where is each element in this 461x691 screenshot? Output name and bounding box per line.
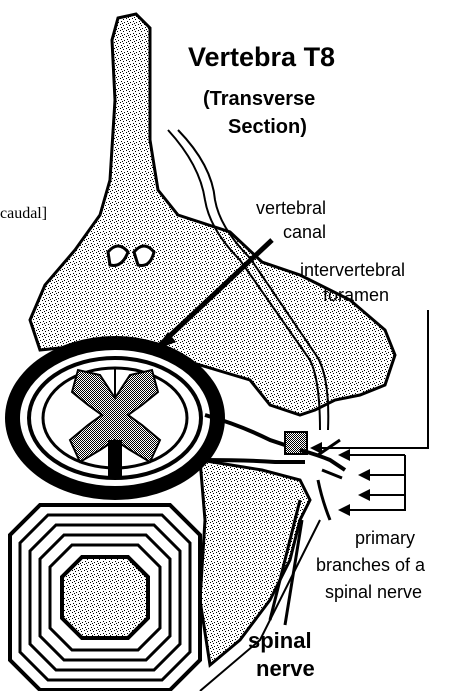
nerve-branch-b	[322, 470, 342, 478]
spinal-nerve-label-2: nerve	[256, 656, 315, 682]
vertebral-canal-label-1: vertebral	[256, 198, 326, 219]
title-line-3: Section)	[228, 116, 307, 139]
title-line-1: Vertebra T8	[188, 42, 335, 73]
primary-branches-label-2: branches of a	[316, 555, 425, 576]
nerve-root-lower	[205, 460, 305, 462]
vertebral-body	[10, 505, 200, 690]
caudal-label: caudal]	[0, 205, 47, 223]
nerve-branch-c	[318, 480, 330, 520]
intervertebral-foramen-label-1: intervertebral	[300, 260, 405, 281]
primary-branches-label-1: primary	[355, 528, 415, 549]
spinal-nerve-label-1: spinal	[248, 628, 312, 654]
vertebral-canal-label-2: canal	[283, 222, 326, 243]
title-line-2: (Transverse	[203, 88, 315, 111]
primary-branches-label-3: spinal nerve	[325, 582, 422, 603]
intervertebral-foramen-label-2: foramen	[323, 285, 389, 306]
